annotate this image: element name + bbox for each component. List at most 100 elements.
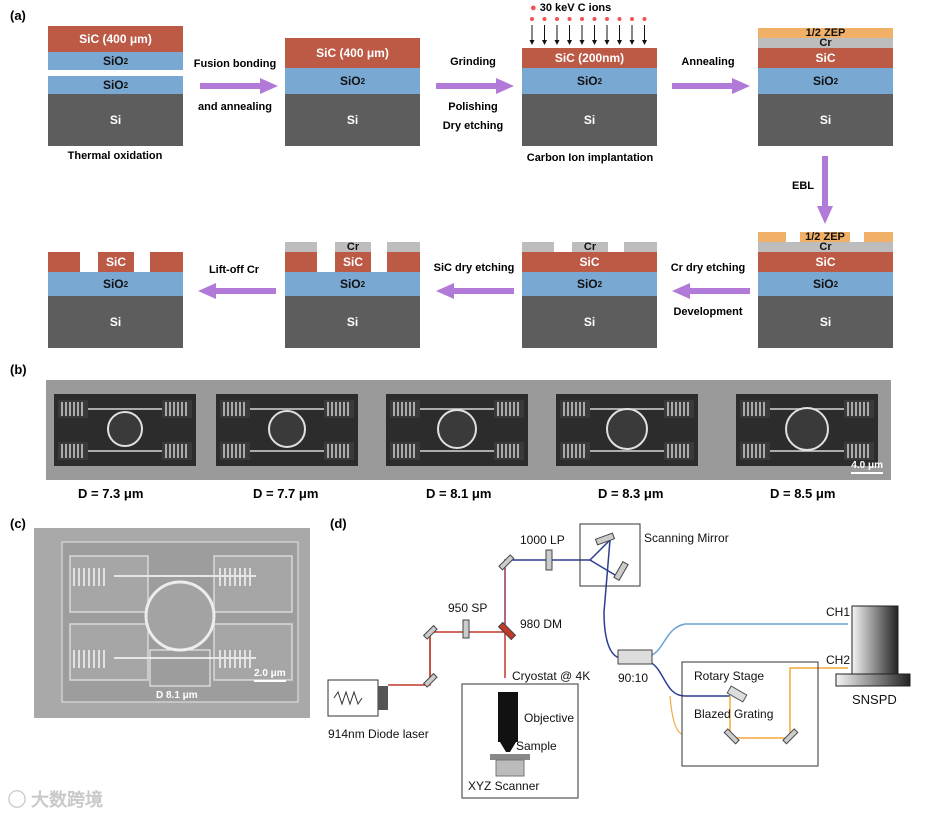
scalebar-c: 2.0 μm: [254, 668, 286, 682]
label-ebl: EBL: [792, 180, 814, 192]
label-rotary: Rotary Stage: [694, 669, 764, 683]
ion-arrow-head: [567, 40, 572, 45]
layer-si: Si: [758, 296, 893, 348]
scanning-mirror-icon: [594, 532, 616, 546]
fiber-splitter: [617, 649, 653, 665]
sic-block: SiC: [98, 252, 134, 272]
sample-stage: [490, 754, 530, 760]
layer-si: Si: [48, 94, 183, 146]
ion-arrow-head: [554, 40, 560, 45]
process-arrow: [436, 78, 514, 94]
filter-lp-icon: [545, 549, 553, 571]
process-arrow-left: [672, 283, 750, 299]
label-sample: Sample: [516, 739, 557, 753]
label-annealing: Annealing: [681, 56, 735, 68]
layer-sic: SiC: [758, 252, 893, 272]
ion-dot: [605, 17, 609, 21]
dichroic-mirror-icon: [497, 621, 517, 641]
sem-devices: [54, 394, 878, 466]
layer-zep: 1/2 ZEP: [758, 27, 893, 39]
layer-sic: SiC (400 μm): [285, 38, 420, 68]
ring-device: [54, 394, 196, 466]
ion-dot: [555, 17, 559, 21]
layer-si: Si: [522, 296, 657, 348]
mirror-icon: [422, 624, 438, 640]
label-lp: 1000 LP: [520, 533, 565, 547]
mirror-icon: [422, 672, 438, 688]
layer-si: Si: [48, 296, 183, 348]
label-grinding: Grinding: [450, 56, 496, 68]
mirror-icon: [782, 728, 799, 745]
label-polishing: Polishing: [448, 101, 498, 113]
ion-dot: [567, 17, 572, 21]
ring-device: [386, 394, 528, 466]
process-arrow: [672, 78, 750, 94]
panel-c-label: (c): [10, 516, 26, 531]
filter-sp-icon: [462, 619, 470, 639]
process-arrow-left: [198, 283, 276, 299]
layer-sic: SiC: [522, 252, 657, 272]
panel-b-label: (b): [10, 362, 27, 377]
ion-dot: [542, 17, 547, 21]
ion-arrow-head: [604, 40, 610, 45]
ion-arrow-head: [592, 40, 597, 45]
ion-dot: [630, 17, 634, 21]
cr-block: [624, 242, 657, 252]
mirror-icon: [498, 554, 515, 571]
label-fusion-2: and annealing: [198, 101, 272, 113]
ion-dot: [530, 17, 534, 21]
sic-block: [150, 252, 183, 272]
grating-icon: [726, 685, 748, 703]
layer-cr: Cr: [758, 37, 893, 49]
sic-block: SiC: [335, 252, 371, 272]
label-snspd: SNSPD: [852, 692, 897, 707]
panel-a-label: (a): [10, 8, 26, 23]
cr-block: [387, 242, 420, 252]
cr-block: [285, 242, 317, 252]
ion-dot: [642, 17, 647, 21]
layer-sic: SiC (400 μm): [48, 26, 183, 52]
layer-cr: Cr: [758, 241, 893, 253]
label-objective: Objective: [524, 711, 574, 725]
zep-block: 1/2 ZEP: [800, 232, 850, 243]
process-arrow-left: [436, 283, 514, 299]
sem-zoom: D 8.1 μm 2.0 μm: [34, 528, 310, 718]
ion-dot: [617, 17, 622, 21]
diameter-label: D = 8.3 μm: [598, 486, 664, 501]
caption-thermal: Thermal oxidation: [67, 150, 163, 162]
process-arrow-down: [817, 156, 833, 224]
diameter-label: D = 8.1 μm: [426, 486, 492, 501]
ion-beam-arrows: [529, 17, 647, 45]
cr-block: Cr: [572, 242, 608, 253]
label-cr-dry: Cr dry etching: [670, 262, 746, 274]
layer-si: Si: [758, 94, 893, 146]
label-liftoff: Lift-off Cr: [208, 264, 260, 276]
label-scanner: XYZ Scanner: [468, 779, 539, 793]
mirror-icon: [723, 728, 740, 745]
ion-arrow-head: [617, 40, 622, 45]
ion-label: ● 30 keV C ions: [530, 2, 612, 14]
sic-block: [387, 252, 420, 272]
diameter-label: D = 8.5 μm: [770, 486, 836, 501]
zep-block: [758, 232, 786, 242]
label-mirror: Scanning Mirror: [644, 531, 729, 545]
sic-block: [285, 252, 317, 272]
panel-d-label: (d): [330, 516, 347, 531]
ion-dot: [592, 17, 597, 21]
cr-block: [522, 242, 554, 252]
label-fusion: Fusion bonding: [193, 58, 277, 70]
process-arrow: [200, 78, 278, 94]
sem-zoom-device: [61, 541, 299, 703]
ion-arrow-head: [579, 40, 585, 45]
label-sic-dry: SiC dry etching: [433, 262, 515, 274]
layer-si: Si: [285, 296, 420, 348]
